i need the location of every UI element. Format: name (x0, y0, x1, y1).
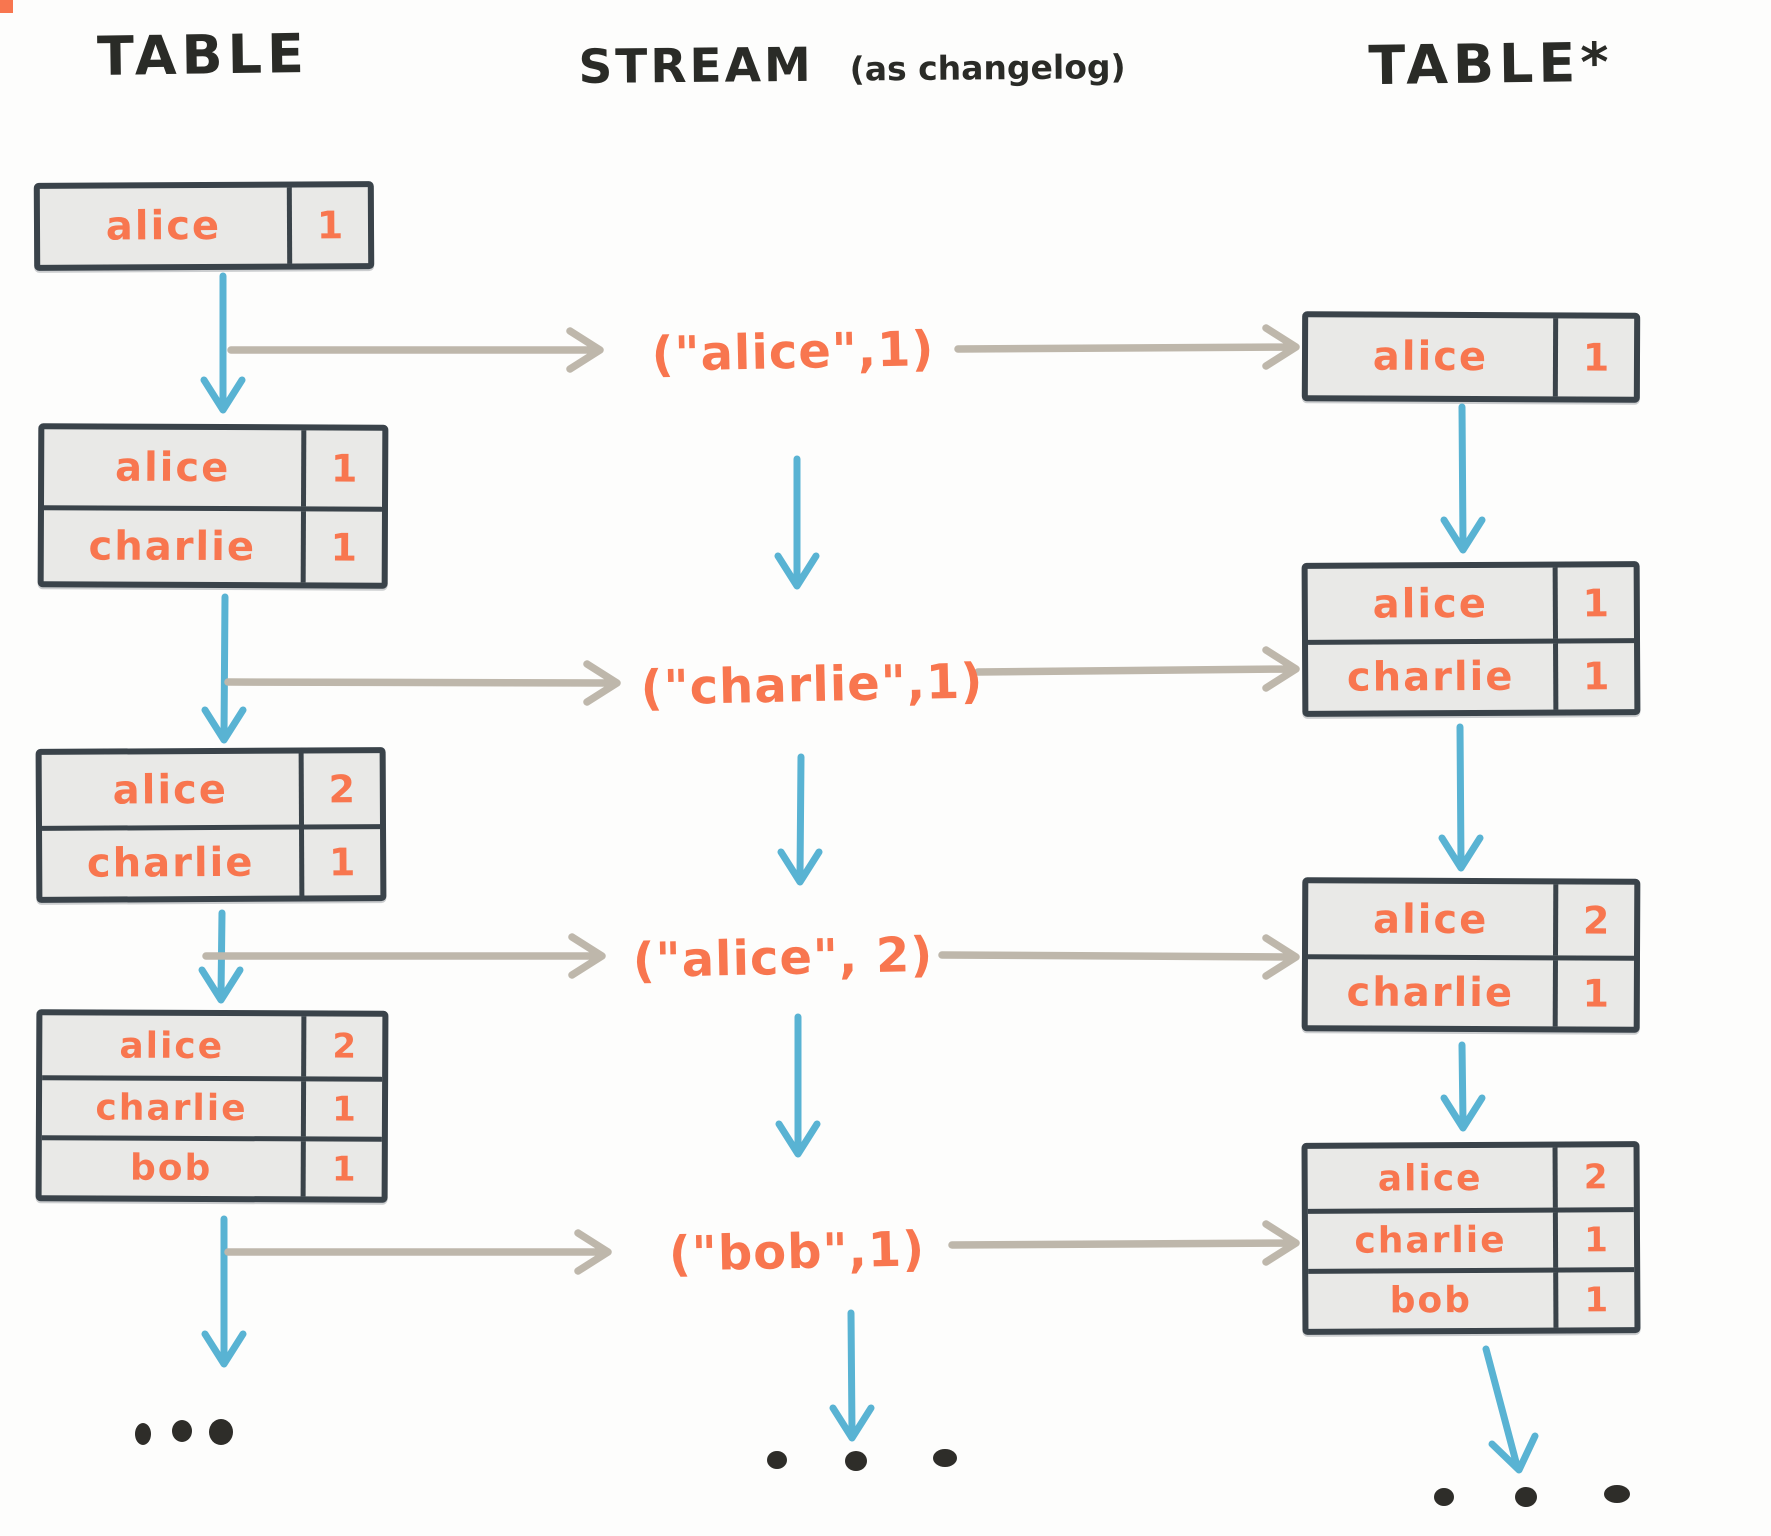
table-row: charlie 1 (42, 824, 381, 897)
ellipsis-right (1434, 1485, 1630, 1507)
gray-arrow-to-table-4 (948, 1220, 1300, 1266)
ellipsis-left (135, 1419, 233, 1445)
right-table-1: alice 1 (1301, 311, 1641, 403)
table-row: alice 1 (1307, 567, 1634, 640)
gray-arrow-to-stream-4 (224, 1229, 612, 1275)
table-row: alice 1 (1307, 317, 1634, 397)
stream-header-note: (as changelog) (849, 47, 1126, 89)
ellipsis-dot (767, 1451, 787, 1469)
value-cell: 1 (1584, 1219, 1608, 1260)
gray-arrow-to-table-2 (974, 646, 1300, 692)
ellipsis-dot (933, 1449, 957, 1467)
key-cell: charlie (1308, 643, 1559, 711)
value-cell: 2 (328, 766, 356, 811)
ellipsis-dot (135, 1423, 151, 1445)
value-cell: 1 (1582, 335, 1610, 380)
table-row: bob 1 (41, 1135, 382, 1197)
stream-event-2: ("charlie",1) (640, 653, 984, 717)
key-cell: alice (44, 429, 307, 507)
gray-arrow-to-stream-1 (227, 327, 604, 373)
left-table-3: alice 2 charlie 1 (35, 747, 387, 903)
blue-arrow-left-1 (200, 272, 246, 414)
ellipsis-dot (1434, 1488, 1454, 1506)
table-row: charlie 1 (41, 1075, 383, 1137)
key-cell: charlie (43, 510, 306, 583)
table-row: alice 1 (39, 187, 368, 265)
table-row: charlie 1 (1307, 954, 1634, 1027)
ellipsis-stream (767, 1449, 957, 1471)
stream-event-3: ("alice", 2) (632, 926, 934, 990)
ellipsis-dot (1604, 1485, 1630, 1503)
gray-arrow-to-table-1 (954, 324, 1300, 370)
blue-arrow-right-1 (1440, 403, 1486, 554)
column-header-table: TABLE (96, 22, 310, 88)
column-header-stream: STREAM (as changelog) (578, 28, 1126, 96)
value-cell: 1 (1582, 654, 1610, 699)
corner-artifact (0, 0, 13, 13)
value-cell: 1 (316, 203, 344, 248)
gray-arrow-to-stream-3 (202, 933, 606, 979)
key-cell: alice (1307, 317, 1559, 397)
stream-header-label: STREAM (578, 37, 815, 95)
blue-arrow-left-2 (201, 593, 247, 744)
key-cell: alice (39, 187, 293, 265)
left-table-2: alice 1 charlie 1 (37, 423, 389, 589)
gray-arrow-to-stream-2 (224, 660, 621, 706)
blue-arrow-stream-1 (774, 455, 820, 590)
value-cell: 2 (1583, 1157, 1608, 1198)
left-table-4: alice 2 charlie 1 bob 1 (35, 1009, 389, 1203)
key-cell: alice (1308, 883, 1559, 956)
table-row: alice 2 (41, 753, 380, 826)
table-row: charlie 1 (1307, 1207, 1635, 1269)
blue-arrow-left-3 (198, 909, 244, 1004)
table-row: charlie 1 (1308, 638, 1635, 711)
key-cell: alice (1307, 567, 1558, 640)
key-cell: charlie (42, 829, 305, 897)
table-row: bob 1 (1308, 1267, 1635, 1329)
key-cell: bob (1308, 1272, 1559, 1329)
key-cell: charlie (1307, 1212, 1559, 1269)
value-cell: 1 (328, 840, 356, 885)
key-cell: alice (1307, 1147, 1558, 1209)
value-cell: 2 (1582, 897, 1610, 943)
right-table-2: alice 1 charlie 1 (1301, 561, 1641, 717)
table-row: alice 1 (44, 429, 382, 507)
left-table-1: alice 1 (33, 181, 375, 271)
ellipsis-dot (1515, 1487, 1537, 1507)
table-row: charlie 1 (43, 505, 382, 583)
value-cell: 2 (332, 1026, 357, 1067)
stream-event-4: ("bob",1) (668, 1221, 926, 1283)
blue-arrow-right-2 (1438, 723, 1484, 872)
right-table-4: alice 2 charlie 1 bob 1 (1301, 1141, 1641, 1335)
value-cell: 1 (1582, 971, 1610, 1016)
key-cell: charlie (41, 1080, 307, 1137)
value-cell: 1 (330, 446, 358, 491)
key-cell: alice (41, 753, 304, 826)
blue-arrow-stream-3 (775, 1013, 821, 1158)
key-cell: charlie (1307, 959, 1558, 1027)
table-row: alice 2 (1308, 883, 1634, 956)
table-row: alice 2 (1307, 1147, 1634, 1209)
gray-arrow-to-table-3 (938, 934, 1300, 980)
blue-arrow-stream-4 (829, 1309, 875, 1442)
value-cell: 1 (1584, 1279, 1609, 1320)
ellipsis-dot (845, 1451, 867, 1471)
ellipsis-dot (209, 1419, 233, 1445)
column-header-table-star: TABLE* (1368, 30, 1614, 98)
blue-arrow-right-3 (1440, 1041, 1486, 1132)
value-cell: 1 (331, 1149, 356, 1190)
blue-arrow-stream-2 (777, 753, 823, 886)
value-cell: 1 (332, 1089, 356, 1130)
right-table-3: alice 2 charlie 1 (1301, 877, 1641, 1033)
key-cell: alice (42, 1015, 307, 1077)
table-row: alice 2 (42, 1015, 382, 1077)
value-cell: 1 (1582, 580, 1610, 625)
key-cell: bob (41, 1140, 306, 1197)
stream-event-1: ("alice",1) (651, 321, 935, 383)
blue-arrow-right-4 (1482, 1345, 1539, 1474)
value-cell: 1 (330, 525, 358, 570)
ellipsis-dot (172, 1420, 192, 1442)
blue-arrow-left-4 (201, 1215, 247, 1368)
